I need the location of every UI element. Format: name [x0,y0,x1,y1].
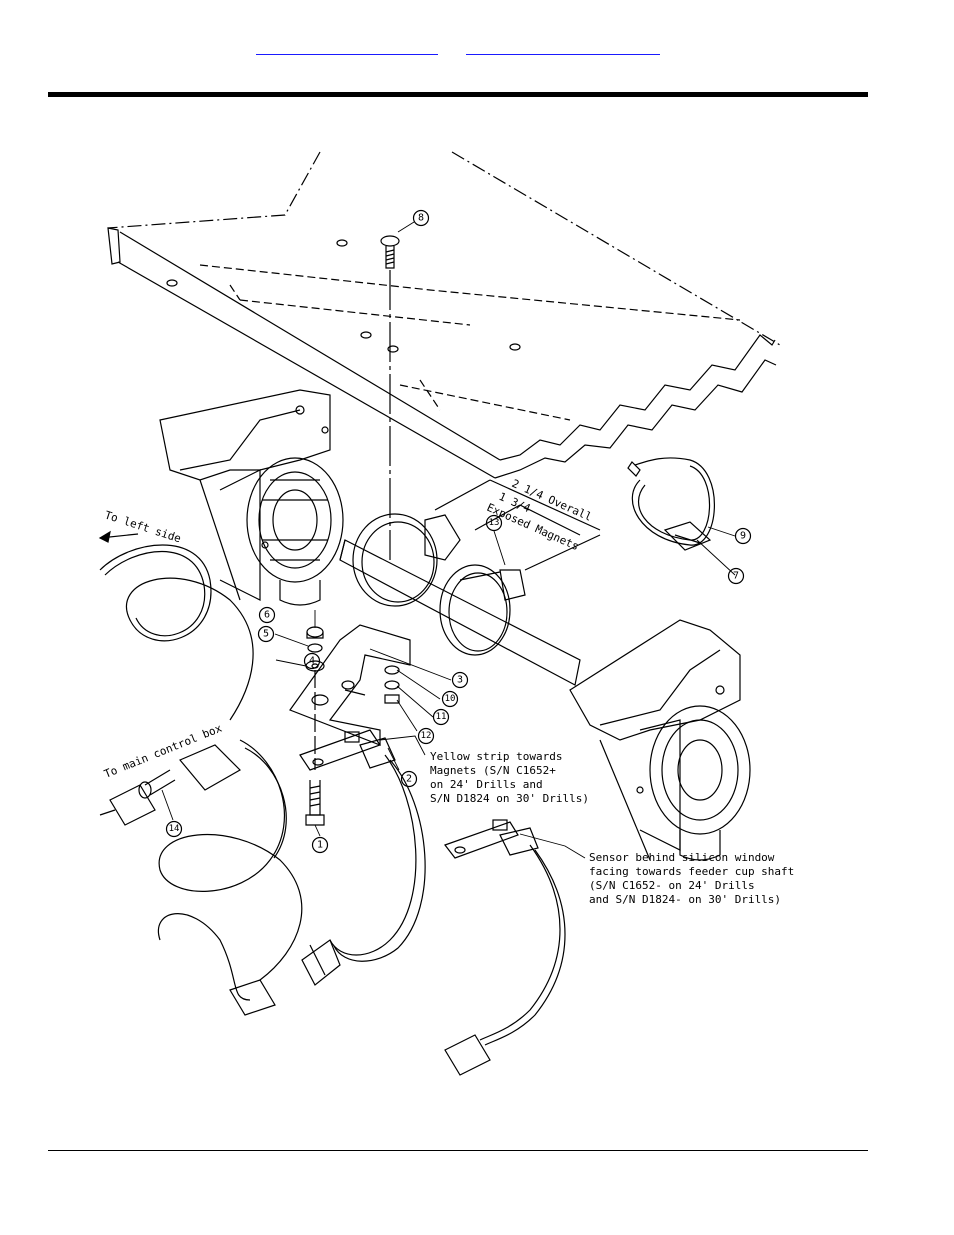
callout-2-label: 2 [406,774,412,785]
nav-link-1[interactable] [256,40,438,55]
note-to-control-box: To main control box [102,721,224,780]
callout-3 [451,671,469,689]
note-sensor-2: facing towards feeder cup shaft [589,865,794,878]
callout-13-label: 13 [489,518,500,528]
hose-clamps [352,513,526,656]
note-to-left-side: To left side [103,508,183,545]
note-sensor-3: (S/N C1652- on 24' Drills [589,879,755,892]
note-sensor-4: and S/N D1824- on 30' Drills) [589,893,781,906]
callout-1 [311,836,329,854]
sensor-bracket [289,624,411,770]
callout-6-label: 6 [264,610,270,621]
callout-4-label: 4 [309,656,315,667]
sensor-lower [299,729,426,986]
callout-14-label: 14 [169,824,180,834]
callout-9-label: 9 [740,531,746,542]
callout-13 [485,514,503,532]
callout-14 [165,820,183,838]
callout-3-label: 3 [457,675,463,686]
callout-markers [165,209,752,854]
carriage-bolt [380,235,400,560]
right-meter-housing [569,619,751,861]
callout-7-label: 7 [733,571,739,582]
callout-10-label: 10 [445,694,456,704]
bolt-1 [305,780,325,826]
arrow-left [98,530,139,543]
callout-8 [412,209,430,227]
leader-lines [161,221,736,859]
nav-link-2[interactable] [466,40,660,55]
note-yellow-1: Yellow strip towards [430,750,562,763]
callout-8-label: 8 [418,213,424,224]
nav-links [256,40,676,56]
callout-9 [734,527,752,545]
callout-12 [417,727,435,745]
dimension-lines [434,479,601,571]
left-meter-housing [159,389,344,606]
header-rule [48,92,868,97]
callout-1-label: 1 [317,840,323,851]
callout-2 [400,770,418,788]
note-yellow-2: Magnets (S/N C1652+ [430,764,556,777]
callout-12-label: 12 [421,731,432,741]
callout-11 [432,708,450,726]
note-yellow-3: on 24' Drills and [430,778,543,791]
callout-10 [441,690,459,708]
footer-rule [48,1150,868,1151]
note-sensor-1: Sensor behind silicon window [589,851,775,864]
callout-4 [303,652,321,670]
callout-11-label: 11 [436,712,447,722]
sensor-silicon [444,819,566,1076]
callout-7 [727,567,745,585]
feeder-shaft [339,539,581,686]
callout-5 [257,625,275,643]
callout-6 [258,606,276,624]
wiring-harness [99,544,303,1016]
cable-tie-mount [627,457,715,551]
callout-5-label: 5 [263,629,269,640]
note-yellow-4: S/N D1824 on 30' Drills) [430,792,589,805]
frame-outline [107,151,781,479]
